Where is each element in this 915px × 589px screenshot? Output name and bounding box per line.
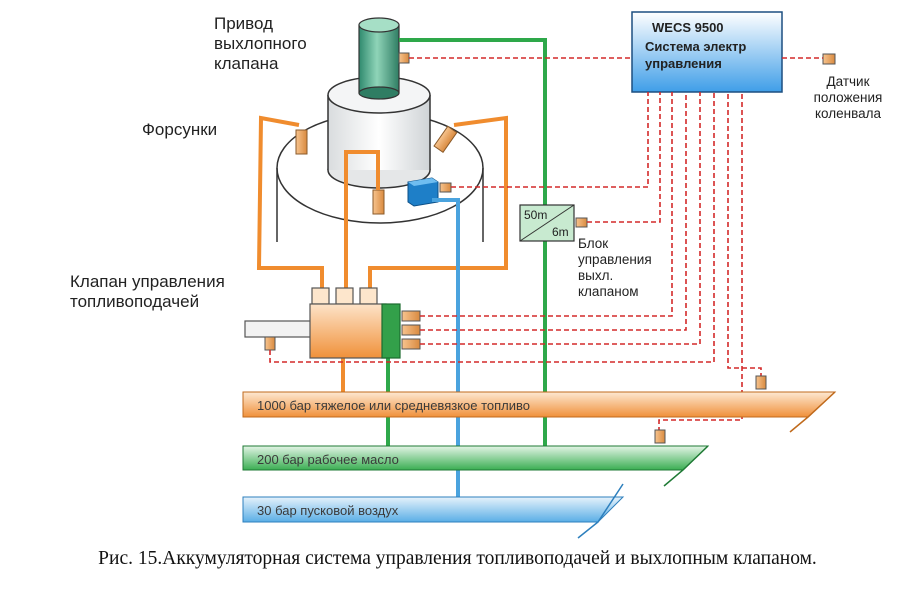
wecs-title: WECS 9500	[652, 20, 724, 35]
box-bottom-label: 6m	[552, 225, 569, 239]
injector-left	[295, 129, 308, 155]
wecs-control-box: WECS 9500 Система электр управления	[631, 11, 783, 93]
label-line: Привод	[214, 14, 274, 33]
label-line: положения	[813, 89, 883, 105]
label-line: топливоподачей	[70, 292, 200, 312]
signal-lines	[269, 57, 823, 432]
exhaust-valve-actuator	[358, 17, 410, 100]
exhaust-valve-control-box: 50m 6m	[519, 204, 588, 242]
fuel-rail-sensor	[755, 375, 767, 390]
fuel-control-valve	[244, 287, 421, 359]
label-line: управления	[578, 251, 652, 267]
crank-sensor	[822, 53, 836, 65]
wecs-subtitle-line1: Система электр	[645, 39, 746, 54]
rail-air-label: 30 бар пусковой воздух	[257, 503, 399, 518]
label-line: Клапан управления	[70, 272, 225, 291]
label-exhaust-control-unit: Блок управления выхл. клапаном	[578, 236, 652, 300]
fuel-pipes	[256, 115, 508, 392]
label-line: коленвала	[814, 105, 882, 121]
label-exhaust-valve-drive: Привод выхлопного клапана	[214, 14, 307, 74]
label-injectors: Форсунки	[142, 120, 218, 139]
wecs-subtitle-line2: управления	[645, 56, 722, 71]
rail-oil: 200 бар рабочее масло	[242, 445, 710, 487]
label-line: Блок	[578, 236, 609, 251]
rail-oil-label: 200 бар рабочее масло	[257, 452, 399, 467]
label-fuel-control-valve: Клапан управления топливоподачей	[70, 272, 225, 312]
label-crank-sensor: Датчик положения коленвала	[800, 74, 896, 122]
rail-air: 30 бар пусковой воздух	[242, 483, 625, 539]
label-line: выхлопного	[214, 34, 307, 54]
box-top-label: 50m	[524, 208, 547, 222]
label-line: выхл.	[578, 267, 614, 283]
label-line: Датчик	[826, 74, 870, 89]
rail-fuel: 1000 бар тяжелое или средневязкое топлив…	[242, 391, 837, 433]
figure-caption: Рис. 15.Аккумуляторная система управлени…	[98, 548, 817, 569]
injector-right	[433, 125, 458, 153]
rail-fuel-label: 1000 бар тяжелое или средневязкое топлив…	[257, 398, 530, 413]
injector-center	[372, 189, 385, 215]
label-line: клапаном	[578, 283, 639, 299]
label-line: клапана	[214, 54, 279, 74]
oil-rail-sensor	[654, 429, 666, 444]
